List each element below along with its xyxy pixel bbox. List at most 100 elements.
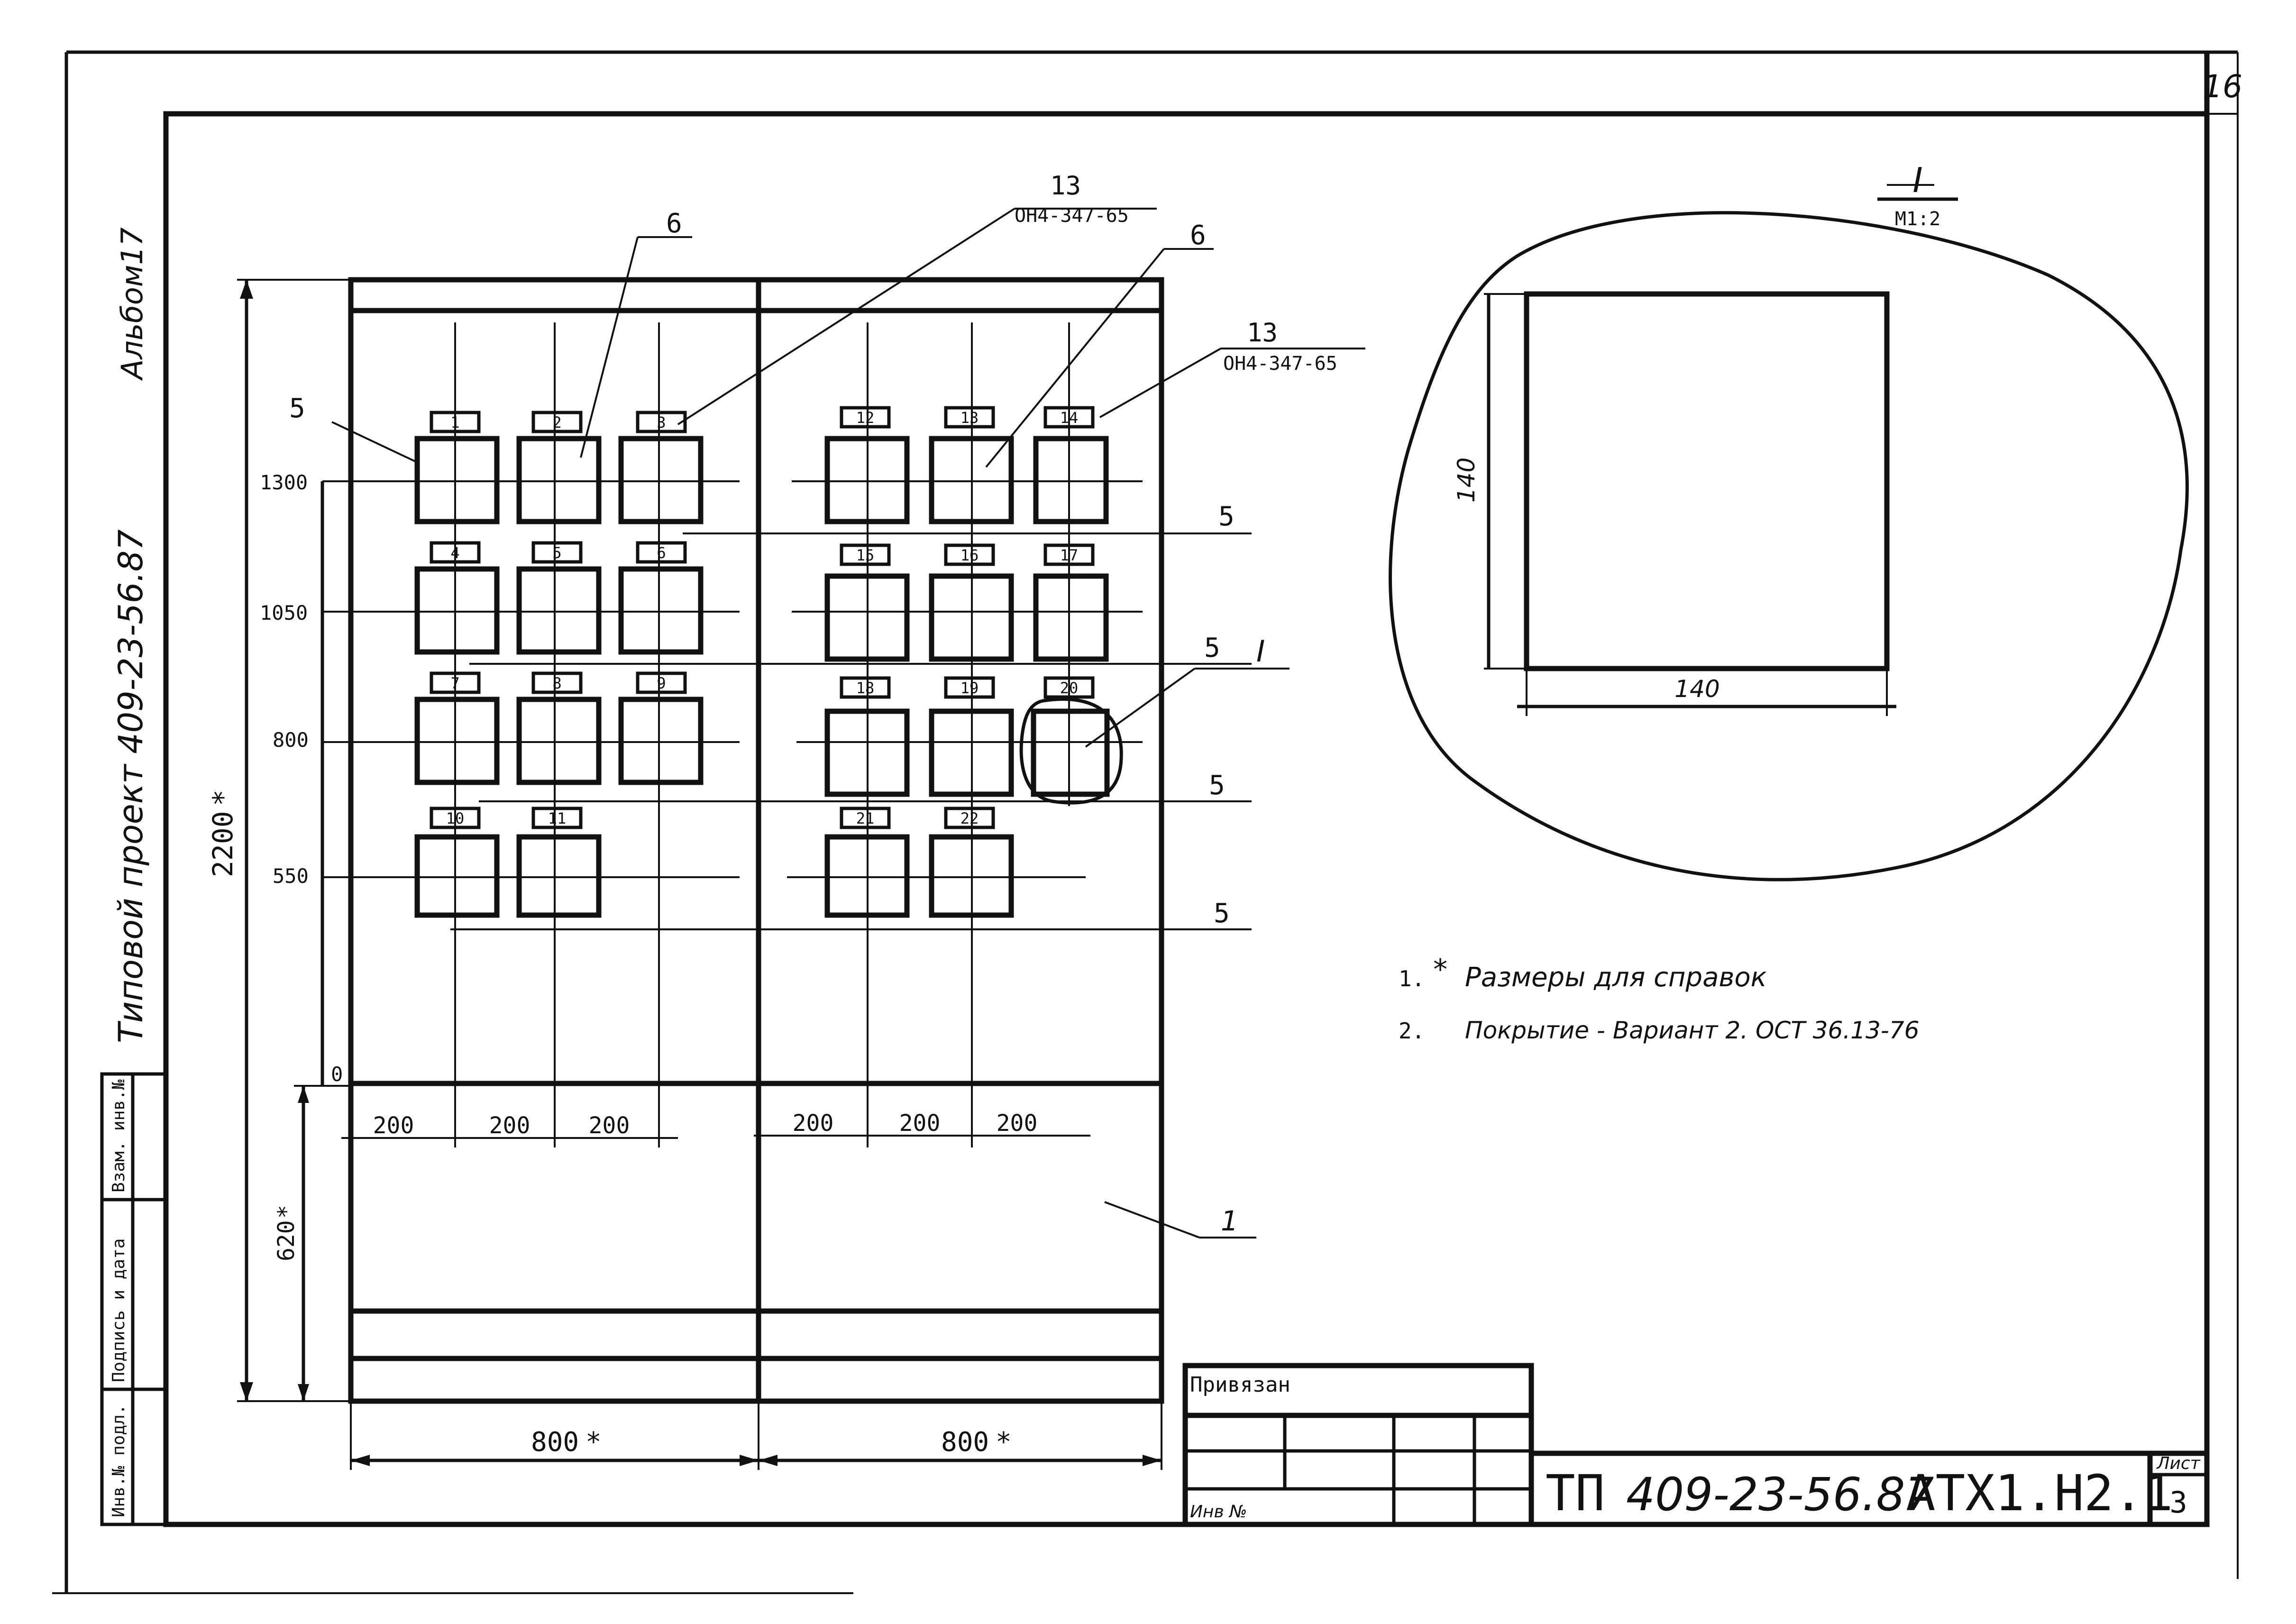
album-label: Альбом17 <box>115 228 149 381</box>
level-label-1300: 1300 <box>260 471 308 494</box>
callout-13-right-spec: ОН4-347-65 <box>1223 353 1337 375</box>
detail-view <box>1389 184 2189 881</box>
doc-prefix: ТП <box>1546 1464 1605 1522</box>
switch-15: 15 <box>824 543 910 662</box>
svg-text:11: 11 <box>548 809 567 827</box>
left-stamp-column <box>100 1072 168 1526</box>
switch-1: 1 <box>414 411 500 524</box>
spacing-dim-1: 200 <box>373 1112 414 1139</box>
svg-text:18: 18 <box>856 679 875 697</box>
callout-5-row2: 5 <box>1204 633 1220 663</box>
callout-13-right: 13 <box>1247 318 1278 348</box>
spacing-dim-4: 200 <box>793 1110 834 1137</box>
stamp-replaces-inv: Взам. инв.№ <box>109 1079 128 1193</box>
list-number: 3 <box>2169 1485 2187 1520</box>
callout-5-row3: 5 <box>1209 770 1225 801</box>
callout-6-right: 6 <box>1190 220 1206 251</box>
base-dimension-label: 620 * <box>273 1205 300 1261</box>
spacing-dim-3: 200 <box>589 1112 630 1139</box>
page-number: 16 <box>2203 68 2242 105</box>
note-1-number: 1. <box>1399 966 1425 991</box>
svg-text:9: 9 <box>657 674 666 692</box>
svg-text:15: 15 <box>856 546 875 564</box>
svg-text:4: 4 <box>450 544 459 562</box>
switch-5: 5 <box>516 541 602 655</box>
width-dim-left-star: * <box>585 1427 602 1458</box>
switch-18: 18 <box>824 676 910 797</box>
svg-text:6: 6 <box>657 544 666 562</box>
notes: 1. * Размеры для справок 2. Покрытие - В… <box>1399 953 1919 1044</box>
column-centre-lines <box>454 322 1070 1147</box>
detail-width-dim: 140 <box>1674 675 1720 703</box>
detail-i-marker <box>1019 697 1123 805</box>
switch-17: 17 <box>1033 543 1109 662</box>
svg-text:*: * <box>207 789 239 806</box>
width-dim-left: 800 <box>531 1427 579 1458</box>
spacing-dimension-line <box>341 1135 1090 1139</box>
detail-title: I <box>1912 160 1922 200</box>
svg-text:21: 21 <box>856 809 875 827</box>
level-dimension <box>237 279 351 1402</box>
svg-text:620: 620 <box>273 1220 300 1261</box>
svg-text:16: 16 <box>960 546 979 564</box>
level-label-0: 0 <box>331 1063 343 1086</box>
height-dimension-label: 2200 * <box>207 789 239 877</box>
width-dim-right-star: * <box>996 1427 1012 1458</box>
switch-11: 11 <box>516 807 602 918</box>
list-label: Лист <box>2156 1454 2200 1473</box>
switch-7: 7 <box>414 671 500 785</box>
level-lines <box>322 480 1143 878</box>
svg-text:5: 5 <box>552 544 561 562</box>
project-label: Типовой проект 409-23-56.87 <box>111 529 150 1043</box>
callout-1: 1 <box>1221 1205 1238 1237</box>
detail-height-dim: 140 <box>1453 458 1480 503</box>
switch-16: 16 <box>929 543 1014 662</box>
callout-5-top: 5 <box>289 393 305 424</box>
callout-6-left: 6 <box>666 208 682 239</box>
switch-13: 13 <box>929 406 1014 524</box>
width-dim-right: 800 <box>941 1427 989 1458</box>
switch-8: 8 <box>516 671 602 785</box>
width-dimension <box>350 1401 1162 1470</box>
svg-text:10: 10 <box>446 809 465 827</box>
callout-13-left: 13 <box>1050 171 1081 201</box>
title-block <box>1182 1363 2207 1527</box>
note-1-text: Размеры для справок <box>1465 962 1767 993</box>
svg-text:22: 22 <box>960 809 979 827</box>
svg-text:19: 19 <box>960 679 979 697</box>
stamp-signature-date: Подпись и дата <box>109 1239 128 1382</box>
stamp-inv-original: Инв.№ подл. <box>109 1404 128 1517</box>
switch-3: 3 <box>618 411 704 524</box>
level-label-1050: 1050 <box>260 601 308 624</box>
spacing-dim-5: 200 <box>899 1110 941 1137</box>
callout-detail-i: I <box>1256 634 1265 669</box>
switch-20: 20 <box>1031 676 1110 797</box>
svg-text:14: 14 <box>1060 409 1079 427</box>
switch-6: 6 <box>618 541 704 655</box>
panel-outline <box>348 277 1164 1404</box>
level-label-800: 800 <box>273 728 309 752</box>
svg-text:*: * <box>273 1205 300 1219</box>
callout-5-row1: 5 <box>1218 501 1235 532</box>
svg-text:8: 8 <box>552 674 561 692</box>
switch-22: 22 <box>929 807 1014 918</box>
svg-text:13: 13 <box>960 409 979 427</box>
privyazan-label: Привязан <box>1190 1373 1290 1397</box>
svg-text:17: 17 <box>1060 546 1079 564</box>
note-1-star: * <box>1432 953 1449 986</box>
svg-text:20: 20 <box>1060 679 1079 697</box>
leader-lines <box>331 208 1365 1239</box>
svg-text:1: 1 <box>450 413 459 431</box>
switch-4: 4 <box>414 541 500 655</box>
svg-text:2: 2 <box>552 413 561 431</box>
svg-text:2200: 2200 <box>207 811 239 877</box>
doc-suffix: АТХ1.Н2.1 <box>1906 1464 2173 1522</box>
svg-text:7: 7 <box>450 674 459 692</box>
switch-9: 9 <box>618 671 704 785</box>
detail-scale: М1:2 <box>1895 208 1940 230</box>
svg-text:3: 3 <box>657 413 666 431</box>
spacing-dim-2: 200 <box>489 1112 531 1139</box>
svg-text:12: 12 <box>856 409 875 427</box>
switch-21: 21 <box>824 807 910 918</box>
level-label-550: 550 <box>273 864 309 888</box>
